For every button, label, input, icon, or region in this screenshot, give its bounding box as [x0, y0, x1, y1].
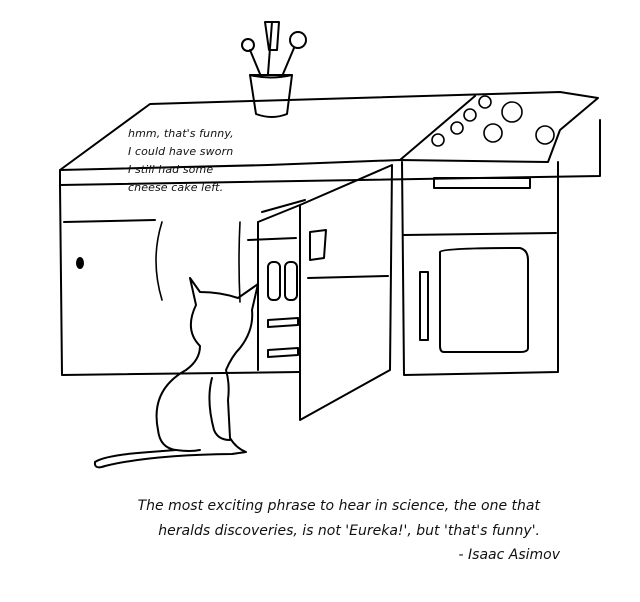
stove-burners-icon — [431, 95, 555, 147]
speech-line: I still had some — [128, 163, 214, 176]
utensil-cup-icon — [241, 21, 307, 118]
speech-bubble: hmm, that's funny, I could have sworn I … — [128, 125, 268, 197]
quote-attribution: - Isaac Asimov — [458, 547, 560, 563]
quote-line: The most exciting phrase to hear in scie… — [137, 498, 540, 514]
quote-text: The most exciting phrase to hear in scie… — [60, 494, 540, 544]
oven — [401, 161, 559, 376]
speech-line: cheese cake left. — [128, 181, 224, 194]
cabinet-knob-icon — [76, 257, 84, 269]
fridge-door — [299, 164, 393, 421]
cat-icon — [93, 277, 259, 469]
speech-line: hmm, that's funny, — [128, 127, 234, 140]
left-cabinet — [59, 184, 301, 376]
speech-bubble-tail — [155, 221, 241, 303]
speech-line: I could have sworn — [128, 145, 234, 158]
quote-line: heralds discoveries, is not 'Eureka!', b… — [158, 523, 540, 539]
fridge-interior — [247, 199, 306, 371]
countertop — [59, 91, 601, 186]
